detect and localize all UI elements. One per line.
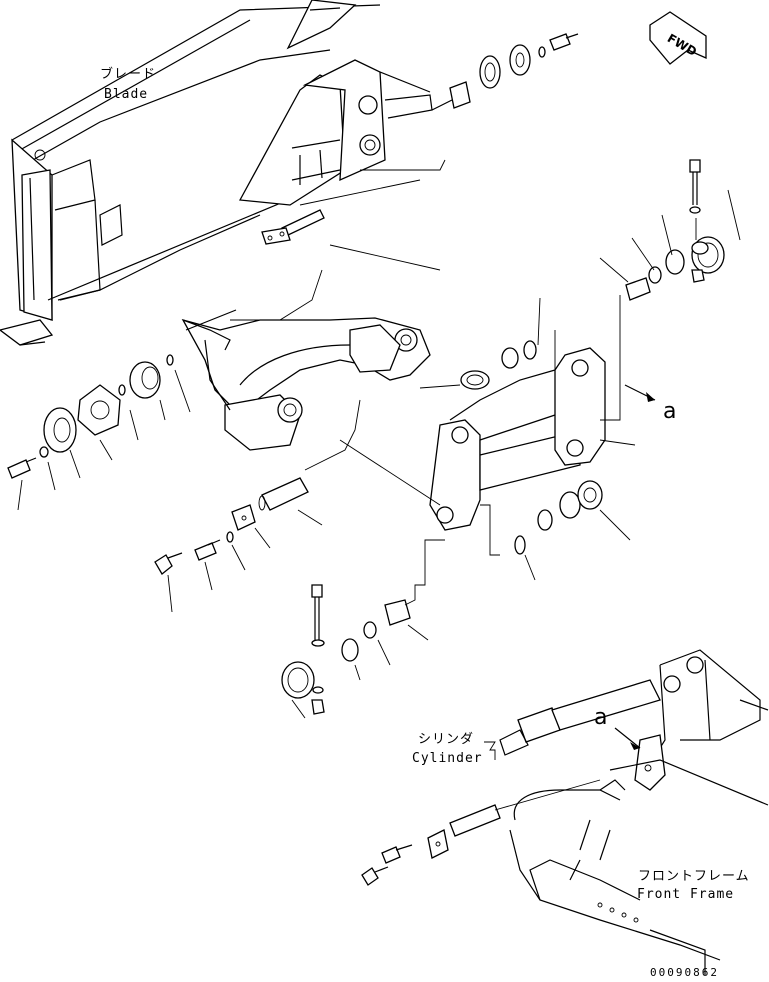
blade-label-jp: ブレード (100, 66, 156, 82)
front-frame-label-jp: フロントフレーム (638, 869, 750, 884)
left-bearing-stack (7, 354, 174, 479)
blade-label-en: Blade (104, 87, 148, 102)
right-bushing-bolt (625, 159, 725, 301)
front-frame-label: フロントフレーム Front Frame (637, 869, 750, 902)
cylinder-label: シリンダ Cylinder (412, 732, 483, 766)
blade-assembly (0, 0, 381, 346)
blade-bracket (238, 59, 433, 206)
reference-arrow-a: a (624, 384, 676, 424)
ref-a-arrow-label: a (663, 399, 676, 424)
front-frame-inset (499, 649, 769, 975)
blade-label: ブレード Blade (100, 66, 156, 102)
drawing-number: 00090862 (650, 966, 719, 979)
bracket-pin (261, 209, 325, 245)
inset-pin-fittings (361, 804, 501, 886)
front-frame-label-en: Front Frame (637, 887, 734, 902)
lower-bolt-stack (281, 584, 411, 715)
cylinder-label-en: Cylinder (412, 751, 483, 766)
upper-seal-stack (431, 33, 579, 111)
ref-a-detail-label: a (594, 705, 607, 730)
lower-pin-fittings (154, 477, 309, 575)
y-frame-linkage (181, 309, 431, 451)
cylinder-label-jp: シリンダ (418, 732, 474, 747)
fwd-direction-arrow: FWD (649, 11, 707, 65)
reference-detail-a: a (594, 705, 641, 750)
right-seal-stack (460, 340, 603, 555)
